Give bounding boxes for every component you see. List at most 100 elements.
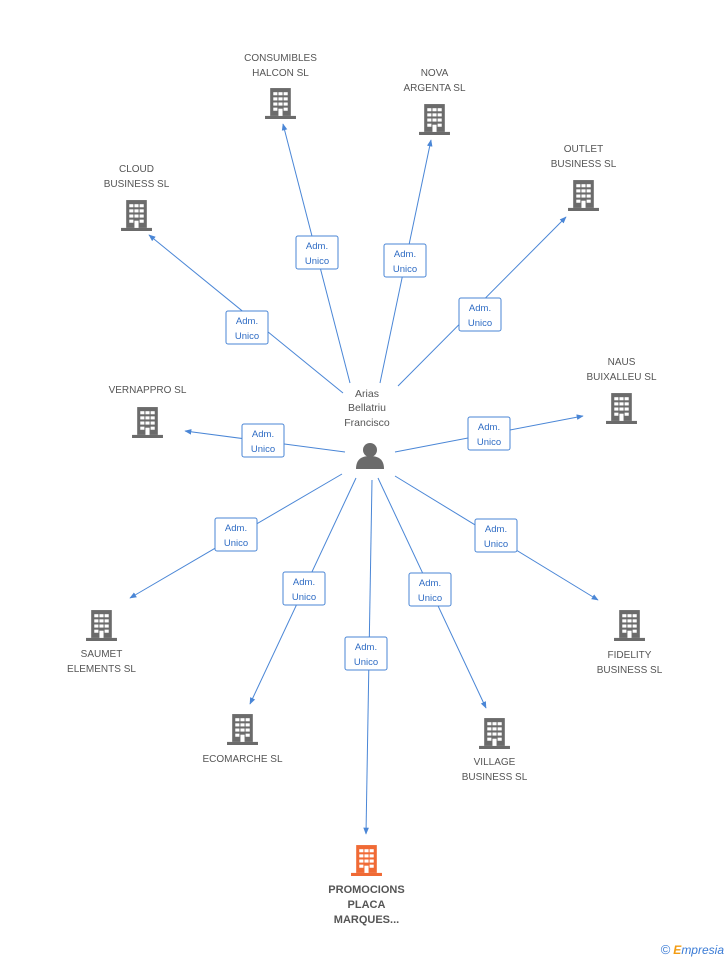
- copyright-symbol: ©: [660, 942, 671, 957]
- relation-label-line: Unico: [477, 437, 501, 448]
- building-icon: [568, 180, 599, 211]
- relation-label-line: Unico: [418, 593, 442, 604]
- relation-label-line: Adm.: [236, 316, 258, 327]
- company-label-line: BUSINESS SL: [551, 159, 617, 170]
- company-label-line: ECOMARCHE SL: [202, 754, 282, 765]
- building-icon: [419, 104, 450, 135]
- relation-label-line: Adm.: [478, 422, 500, 433]
- relation-badge-box: [383, 243, 427, 278]
- relation-badge-consumibles[interactable]: Adm. Unico: [295, 235, 339, 270]
- footer-brand[interactable]: ©Empresia: [661, 942, 724, 957]
- company-label-line: OUTLET: [564, 144, 603, 155]
- relation-badge-box: [225, 310, 269, 345]
- relation-badge-box: [241, 423, 285, 458]
- relation-label-line: Unico: [251, 444, 275, 455]
- relation-badge-fidelity[interactable]: Adm. Unico: [474, 518, 518, 553]
- relation-label-line: Adm.: [306, 241, 328, 252]
- relation-badge-outlet[interactable]: Adm. Unico: [458, 297, 502, 332]
- relation-badge-ecomarche[interactable]: Adm. Unico: [282, 571, 326, 606]
- company-label-line: NOVA: [421, 68, 449, 79]
- building-icon: [132, 407, 163, 438]
- relation-label-line: Unico: [305, 256, 329, 267]
- company-node-outlet[interactable]: OUTLET BUSINESS SL: [551, 144, 617, 211]
- company-label-line: MARQUES...: [334, 914, 399, 926]
- company-label-line: FIDELITY: [608, 650, 652, 661]
- relation-badge-box: [214, 517, 258, 552]
- relation-label-line: Adm.: [485, 524, 507, 535]
- person-name-line-1: Arias: [355, 388, 379, 400]
- building-icon: [606, 393, 637, 424]
- company-label-line: ARGENTA SL: [403, 83, 465, 94]
- company-label-line: VERNAPPRO SL: [109, 385, 187, 396]
- person-node[interactable]: Arias Bellatriu Francisco: [344, 388, 390, 469]
- company-label-line: ELEMENTS SL: [67, 664, 136, 675]
- relation-badge-cloud[interactable]: Adm. Unico: [225, 310, 269, 345]
- relation-badge-nova[interactable]: Adm. Unico: [383, 243, 427, 278]
- relation-badge-box: [467, 416, 511, 451]
- relation-badge-village[interactable]: Adm. Unico: [408, 572, 452, 607]
- nodes-layer: CONSUMIBLES HALCON SL NOVA ARGENTA SL OUTLET…: [67, 53, 663, 926]
- relation-label-line: Adm.: [293, 577, 315, 588]
- company-node-village[interactable]: VILLAGE BUSINESS SL: [462, 718, 528, 783]
- company-label-line: VILLAGE: [474, 757, 516, 768]
- relation-badge-saumet[interactable]: Adm. Unico: [214, 517, 258, 552]
- relation-label-line: Unico: [468, 318, 492, 329]
- company-node-naus[interactable]: NAUS BUIXALLEU SL: [586, 357, 657, 424]
- brand-name: mpresia: [681, 943, 724, 957]
- relation-label-line: Unico: [292, 592, 316, 603]
- company-label-line: BUSINESS SL: [597, 665, 663, 676]
- company-label-line: BUIXALLEU SL: [586, 372, 656, 383]
- relation-label-line: Unico: [224, 538, 248, 549]
- person-name-line-3: Francisco: [344, 417, 390, 429]
- company-label-line: CLOUD: [119, 164, 154, 175]
- relation-badge-box: [295, 235, 339, 270]
- company-node-fidelity[interactable]: FIDELITY BUSINESS SL: [597, 610, 663, 676]
- company-label-line: BUSINESS SL: [462, 772, 528, 783]
- relation-label-line: Adm.: [225, 523, 247, 534]
- relations-layer: Adm.UnicoAdm.UnicoAdm.UnicoAdm.UnicoAdm.…: [214, 235, 518, 671]
- relation-label-line: Adm.: [469, 303, 491, 314]
- company-node-ecomarche[interactable]: ECOMARCHE SL: [202, 714, 283, 765]
- building-icon: [227, 714, 258, 745]
- person-icon: [356, 443, 384, 469]
- company-label-line: PLACA: [348, 899, 386, 911]
- company-node-promocions[interactable]: PROMOCIONS PLACA MARQUES...: [328, 845, 405, 926]
- building-icon: [479, 718, 510, 749]
- company-node-vernappro[interactable]: VERNAPPRO SL: [109, 385, 187, 438]
- building-icon: [121, 200, 152, 231]
- company-node-nova[interactable]: NOVA ARGENTA SL: [403, 68, 466, 135]
- relation-badge-box: [408, 572, 452, 607]
- relation-badge-box: [458, 297, 502, 332]
- relation-label-line: Adm.: [355, 642, 377, 653]
- relation-label-line: Adm.: [252, 429, 274, 440]
- relation-badge-vernappro[interactable]: Adm. Unico: [241, 423, 285, 458]
- relation-badge-box: [282, 571, 326, 606]
- relation-label-line: Unico: [484, 539, 508, 550]
- company-label-line: HALCON SL: [252, 68, 309, 79]
- company-node-cloud[interactable]: CLOUD BUSINESS SL: [104, 164, 170, 231]
- relation-badge-box: [344, 636, 388, 671]
- company-label-line: PROMOCIONS: [328, 884, 404, 896]
- relation-label-line: Unico: [235, 331, 259, 342]
- building-icon: [86, 610, 117, 641]
- relation-badge-box: [474, 518, 518, 553]
- relation-label-line: Adm.: [419, 578, 441, 589]
- company-label-line: SAUMET: [81, 649, 123, 660]
- relation-label-line: Unico: [354, 657, 378, 668]
- building-icon: [614, 610, 645, 641]
- company-node-saumet[interactable]: SAUMET ELEMENTS SL: [67, 610, 136, 675]
- company-label-line: CONSUMIBLES: [244, 53, 317, 64]
- relation-badge-naus[interactable]: Adm. Unico: [467, 416, 511, 451]
- relation-label-line: Adm.: [394, 249, 416, 260]
- person-name-line-2: Bellatriu: [348, 402, 386, 414]
- relation-label-line: Unico: [393, 264, 417, 275]
- relation-badge-promocions[interactable]: Adm. Unico: [344, 636, 388, 671]
- brand-initial: E: [673, 943, 682, 957]
- company-label-line: NAUS: [608, 357, 636, 368]
- edges-layer: [129, 123, 599, 835]
- building-icon: [265, 88, 296, 119]
- company-node-consumibles[interactable]: CONSUMIBLES HALCON SL: [244, 53, 317, 119]
- company-label-line: BUSINESS SL: [104, 179, 170, 190]
- building-icon: [351, 845, 382, 876]
